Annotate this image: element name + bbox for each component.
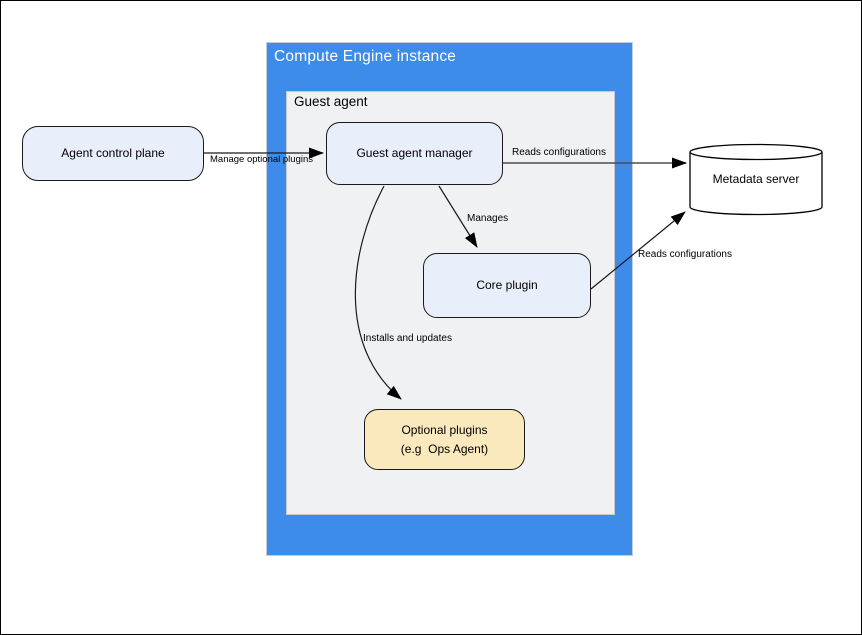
edge-label-manages: Manages: [467, 213, 509, 224]
edge-label-reads-configurations-manager: Reads configurations: [512, 147, 606, 158]
core-plugin-node: Core plugin: [423, 253, 591, 318]
edge-label-manage-optional-plugins: Manage optional plugins: [210, 154, 313, 165]
agent-control-plane-label: Agent control plane: [61, 146, 165, 161]
guest-agent-title: Guest agent: [294, 94, 368, 109]
metadata-server-label: Metadata server: [712, 172, 800, 186]
edge-label-reads-configurations-core: Reads configurations: [638, 249, 732, 260]
guest-agent-manager-label: Guest agent manager: [356, 146, 473, 161]
agent-control-plane-node: Agent control plane: [22, 126, 204, 181]
guest-agent-manager-node: Guest agent manager: [326, 122, 503, 185]
optional-plugins-label-line1: Optional plugins: [401, 422, 488, 437]
compute-engine-instance-title: Compute Engine instance: [274, 48, 457, 65]
optional-plugins-node: Optional plugins (e.g Ops Agent): [364, 409, 525, 470]
core-plugin-label: Core plugin: [476, 278, 538, 293]
optional-plugins-label-line2: (e.g Ops Agent): [400, 441, 489, 456]
edge-label-installs-and-updates: Installs and updates: [363, 333, 452, 344]
